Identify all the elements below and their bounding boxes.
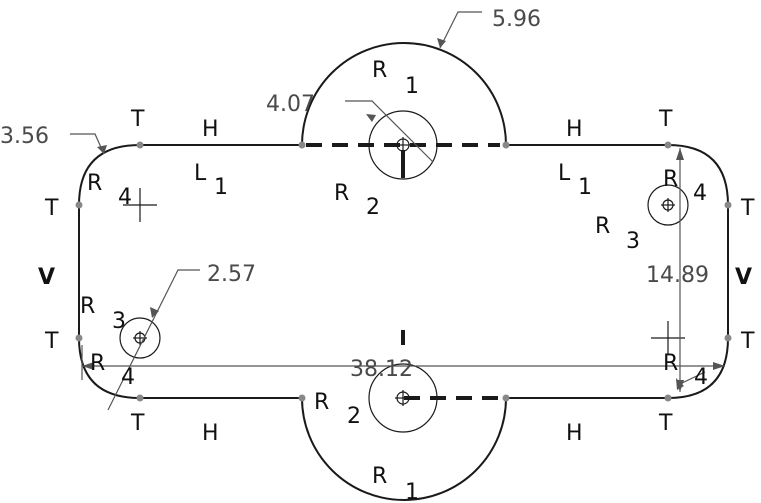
label-r1-top: R 1 bbox=[372, 58, 419, 99]
svg-text:R: R bbox=[372, 58, 387, 83]
svg-text:4: 4 bbox=[694, 365, 708, 390]
label-r3-left: R 3 bbox=[80, 294, 126, 334]
point bbox=[724, 201, 732, 209]
tangent-symbol: T bbox=[130, 411, 145, 436]
hole-bottom bbox=[368, 363, 438, 433]
tangent-symbol: T bbox=[740, 329, 755, 354]
dimension-width[interactable]: 38.12 bbox=[350, 357, 413, 382]
point bbox=[298, 141, 306, 149]
corner-bottom-right bbox=[667, 337, 729, 399]
tangent-symbol: T bbox=[658, 411, 673, 436]
svg-text:4: 4 bbox=[118, 185, 132, 210]
corner-bottom-left bbox=[78, 337, 141, 399]
bottom-arc bbox=[301, 397, 507, 501]
point bbox=[502, 394, 510, 402]
label-r1-bottom: R 1 bbox=[372, 464, 419, 503]
tangent-symbol: T bbox=[740, 196, 755, 221]
sketch-outline bbox=[78, 42, 729, 501]
horizontal-symbol: H bbox=[202, 421, 219, 446]
tangent-symbol: T bbox=[130, 107, 145, 132]
svg-text:R: R bbox=[314, 390, 329, 415]
dimension-arc-top[interactable]: 5.96 bbox=[492, 7, 541, 32]
dimension-lines bbox=[70, 11, 725, 411]
label-l1-left: L 1 bbox=[194, 161, 228, 200]
point bbox=[136, 394, 144, 402]
horizontal-constraints: H H H H bbox=[202, 117, 583, 446]
dimension-height[interactable]: 14.89 bbox=[646, 263, 709, 288]
svg-text:2: 2 bbox=[347, 404, 361, 429]
label-r4-top-left: R 4 bbox=[87, 171, 132, 210]
tangent-symbol: T bbox=[44, 196, 59, 221]
svg-text:L: L bbox=[194, 161, 207, 186]
horizontal-symbol: H bbox=[566, 421, 583, 446]
svg-text:4: 4 bbox=[121, 365, 135, 390]
svg-text:1: 1 bbox=[578, 175, 592, 200]
point bbox=[664, 141, 672, 149]
tangent-points bbox=[75, 141, 732, 402]
point bbox=[75, 334, 83, 342]
svg-text:R: R bbox=[595, 214, 610, 239]
dimension-hole-top[interactable]: 4.07 bbox=[266, 92, 315, 117]
point bbox=[502, 141, 510, 149]
svg-text:L: L bbox=[558, 161, 571, 186]
arc-center-cross-bottom-right bbox=[651, 321, 685, 355]
horizontal-symbol: H bbox=[566, 117, 583, 142]
svg-text:R: R bbox=[80, 294, 95, 319]
tangent-symbol: T bbox=[658, 107, 673, 132]
svg-text:1: 1 bbox=[405, 480, 419, 503]
svg-text:R: R bbox=[90, 351, 105, 376]
tangent-symbol: T bbox=[44, 329, 59, 354]
vertical-symbol-left: V bbox=[38, 265, 55, 290]
hole-small-right bbox=[647, 184, 689, 226]
label-r4-top-right: R 4 bbox=[663, 167, 707, 206]
dimension-corner-top-left[interactable]: 3.56 bbox=[0, 124, 49, 149]
point bbox=[75, 201, 83, 209]
point bbox=[136, 141, 144, 149]
point bbox=[298, 394, 306, 402]
horizontal-symbol: H bbox=[202, 117, 219, 142]
label-r4-bottom-right: R 4 bbox=[663, 351, 708, 390]
svg-text:3: 3 bbox=[626, 229, 640, 254]
label-l1-right: L 1 bbox=[558, 161, 592, 200]
svg-text:2: 2 bbox=[366, 195, 380, 220]
arc-center-cross-top-left bbox=[123, 188, 157, 222]
label-r4-bottom-left: R 4 bbox=[90, 351, 135, 390]
hole-top bbox=[368, 110, 438, 180]
svg-text:R: R bbox=[663, 351, 678, 376]
svg-text:R: R bbox=[87, 171, 102, 196]
svg-text:R: R bbox=[334, 181, 349, 206]
top-arc bbox=[301, 42, 507, 146]
svg-text:1: 1 bbox=[214, 175, 228, 200]
point bbox=[724, 334, 732, 342]
svg-text:3: 3 bbox=[112, 309, 126, 334]
corner-top-left bbox=[78, 144, 141, 206]
vertical-symbol-right: V bbox=[735, 265, 752, 290]
point bbox=[664, 394, 672, 402]
label-r2-bottom: R 2 bbox=[314, 390, 361, 429]
dimension-hole-small-left[interactable]: 2.57 bbox=[207, 262, 256, 287]
label-r3-right: R 3 bbox=[595, 214, 640, 254]
svg-text:R: R bbox=[663, 167, 678, 192]
hole-small-left bbox=[119, 317, 161, 359]
corner-top-right bbox=[667, 144, 729, 206]
tangent-constraints: T T T T T T T T bbox=[44, 107, 755, 436]
svg-text:R: R bbox=[372, 464, 387, 489]
label-r2-top: R 2 bbox=[334, 181, 380, 220]
svg-text:4: 4 bbox=[693, 181, 707, 206]
svg-text:1: 1 bbox=[405, 74, 419, 99]
